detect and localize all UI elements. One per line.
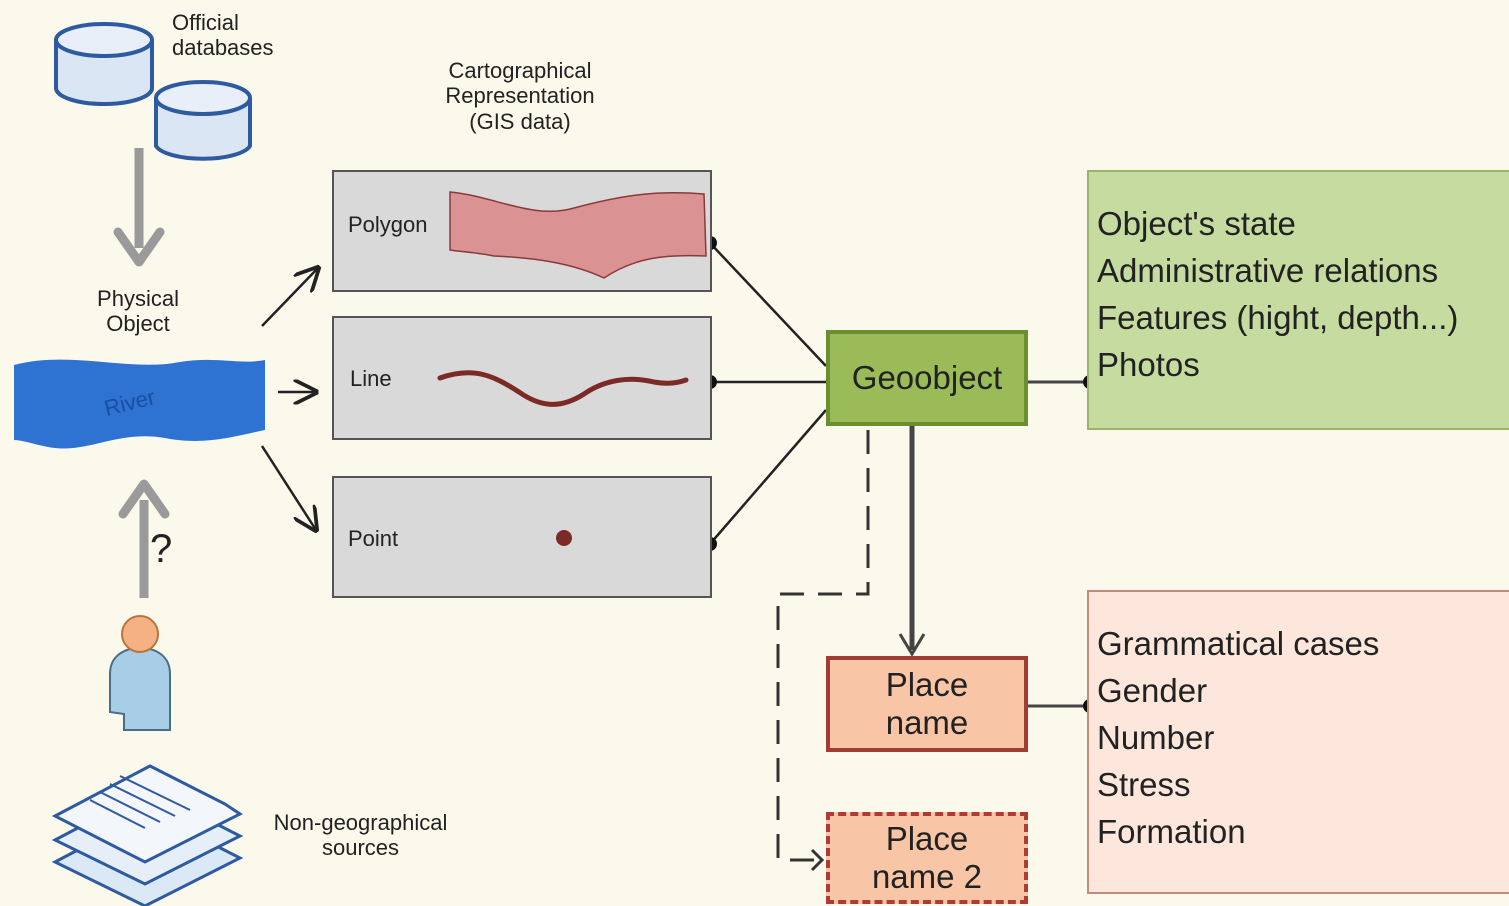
polygon-panel: Polygon bbox=[332, 170, 712, 292]
name-info-item: Gender bbox=[1097, 672, 1208, 709]
name-info-item: Stress bbox=[1097, 766, 1191, 803]
name-info-item: Grammatical cases bbox=[1097, 625, 1380, 662]
point-panel: Point bbox=[332, 476, 712, 598]
name-info-item: Formation bbox=[1097, 813, 1246, 850]
polygon-label: Polygon bbox=[348, 212, 428, 237]
physical-object-label: Physical Object bbox=[97, 286, 179, 337]
place-name-node: Place name bbox=[826, 656, 1028, 752]
line-shape bbox=[437, 370, 689, 407]
name-info-item: Number bbox=[1097, 719, 1215, 756]
database-icon bbox=[54, 22, 154, 106]
line-label: Line bbox=[350, 366, 392, 391]
non-geographical-sources-label: Non-geographical sources bbox=[273, 810, 448, 861]
object-info-item: Features (hight, depth...) bbox=[1097, 299, 1459, 336]
river-label: River bbox=[101, 384, 158, 421]
person-icon bbox=[109, 615, 171, 731]
place-name-2-node: Place name 2 bbox=[826, 812, 1028, 904]
line-panel: Line bbox=[332, 316, 712, 440]
point-shape bbox=[556, 530, 572, 546]
geoobject-node: Geoobject bbox=[826, 330, 1028, 426]
question-mark: ? bbox=[150, 527, 173, 571]
official-databases-label: Official databases bbox=[172, 10, 274, 61]
object-info-item: Photos bbox=[1097, 346, 1200, 383]
polygon-shape bbox=[449, 191, 707, 279]
cartographical-representation-label: Cartographical Representation (GIS data) bbox=[445, 58, 595, 134]
database-icon-2 bbox=[154, 80, 252, 161]
object-info-box: Object's state Administrative relations … bbox=[1087, 170, 1509, 430]
arrow-down-icon bbox=[113, 148, 165, 267]
documents-icon bbox=[51, 764, 244, 906]
object-info-item: Administrative relations bbox=[1097, 252, 1439, 289]
name-info-box: Grammatical cases Gender Number Stress F… bbox=[1087, 590, 1509, 894]
point-label: Point bbox=[348, 526, 399, 551]
object-info-item: Object's state bbox=[1097, 205, 1296, 242]
